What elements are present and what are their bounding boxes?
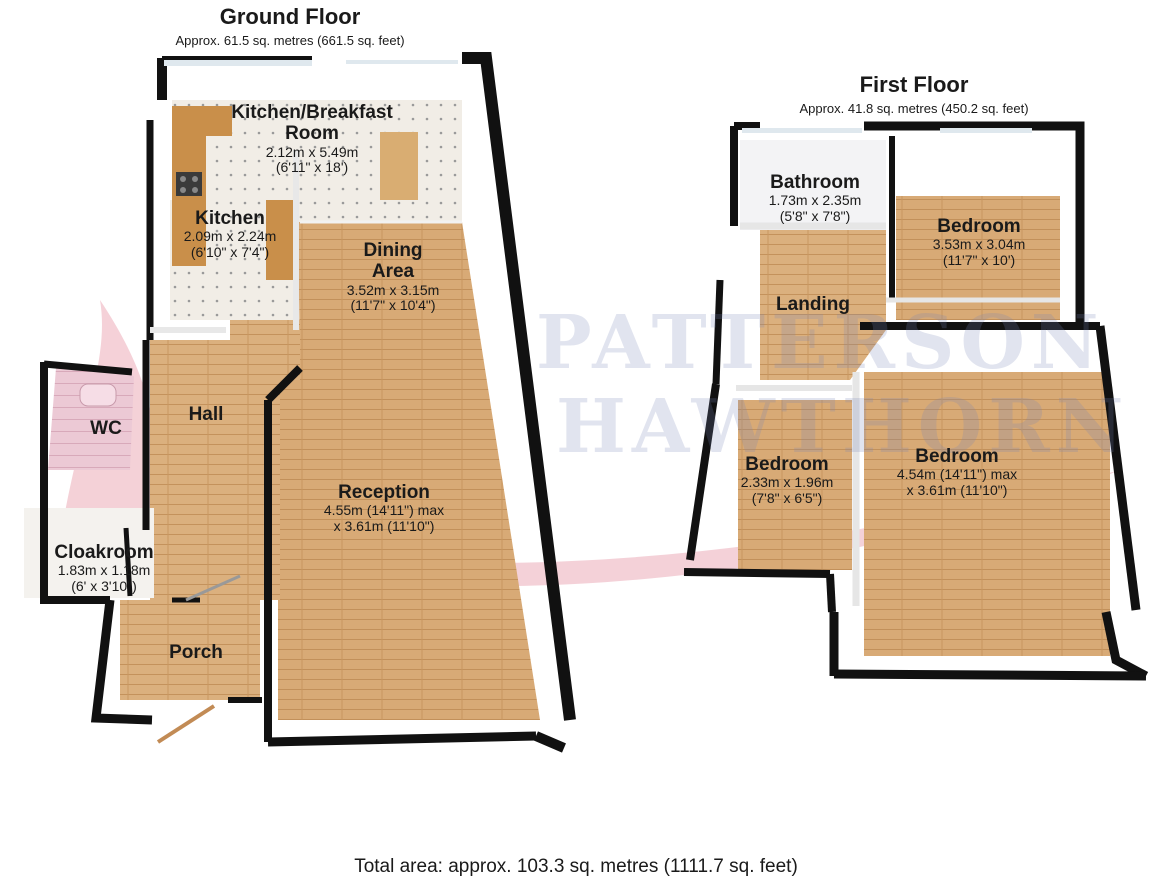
- room-dimensions-imperial: (6'11" x 18'): [275, 159, 349, 176]
- room-dimensions-imperial: (6'10" x 7'4"): [190, 243, 270, 260]
- room-label-kitchen-breakfast: Kitchen/Breakfast Room 2.12m x 5.49m (6'…: [202, 102, 422, 176]
- room-dimensions-imperial: (11'7" x 10'4"): [350, 297, 436, 314]
- room-name: Reception: [338, 482, 430, 503]
- room-label-bedroom-1: Bedroom 4.54m (14'11") max x 3.61m (11'1…: [870, 446, 1044, 499]
- room-name: WC: [90, 418, 122, 439]
- room-name: Bedroom: [745, 454, 829, 475]
- room-label-landing: Landing: [758, 294, 868, 315]
- room-dimensions: 4.55m (14'11") max: [323, 502, 445, 519]
- room-dimensions-imperial: (6' x 3'10"): [71, 577, 137, 594]
- room-name: Cloakroom: [54, 542, 154, 563]
- room-label-bedroom-3: Bedroom 2.33m x 1.96m (7'8" x 6'5"): [720, 454, 854, 507]
- room-dimensions: 2.12m x 5.49m: [265, 143, 359, 160]
- first-floor-title: First Floor: [859, 72, 969, 97]
- room-dimensions: 2.33m x 1.96m: [740, 474, 834, 491]
- room-name: Area: [371, 261, 415, 283]
- room-dimensions-imperial: x 3.61m (11'10"): [906, 481, 1008, 498]
- room-dimensions: 2.09m x 2.24m: [183, 228, 277, 245]
- room-name: Bedroom: [915, 446, 999, 467]
- room-name: Bedroom: [937, 216, 1021, 237]
- room-dimensions-imperial: (7'8" x 6'5"): [751, 489, 823, 506]
- room-label-cloakroom: Cloakroom 1.83m x 1.18m (6' x 3'10"): [36, 542, 172, 595]
- first-floor-plan: [683, 121, 1149, 681]
- room-name: Room: [285, 123, 339, 145]
- room-label-porch: Porch: [154, 642, 238, 663]
- room-dimensions-imperial: x 3.61m (11'10"): [333, 517, 435, 534]
- ground-floor-plan: [24, 52, 576, 753]
- ground-floor-area: Approx. 61.5 sq. metres (661.5 sq. feet): [175, 33, 405, 48]
- watermark-text-line2: HAWTHORN: [556, 384, 1130, 470]
- ground-floor-title: Ground Floor: [219, 4, 361, 29]
- room-name: Porch: [169, 642, 223, 663]
- room-dimensions: 1.83m x 1.18m: [57, 562, 151, 579]
- room-dimensions: 3.53m x 3.04m: [932, 236, 1026, 253]
- room-dimensions-imperial: (5'8" x 7'8"): [779, 207, 851, 224]
- room-label-wc: WC: [78, 418, 134, 439]
- room-name: Bathroom: [770, 172, 860, 193]
- room-name: Landing: [776, 294, 850, 315]
- room-dimensions-imperial: (11'7" x 10'): [942, 251, 1016, 268]
- room-dimensions: 4.54m (14'11") max: [896, 466, 1018, 483]
- room-name: Dining: [363, 240, 423, 261]
- room-dimensions: 1.73m x 2.35m: [768, 192, 862, 209]
- watermark-text-line1: PATTERSON: [536, 300, 1105, 386]
- total-area: Total area: approx. 103.3 sq. metres (11…: [354, 856, 798, 877]
- room-label-bedroom-2: Bedroom 3.53m x 3.04m (11'7" x 10'): [904, 216, 1054, 269]
- room-label-kitchen: Kitchen 2.09m x 2.24m (6'10" x 7'4"): [160, 208, 300, 261]
- room-label-dining-area: Dining Area 3.52m x 3.15m (11'7" x 10'4"…: [318, 240, 468, 314]
- room-name: Kitchen/Breakfast: [231, 102, 393, 123]
- room-name: Kitchen: [195, 208, 265, 229]
- room-label-reception: Reception 4.55m (14'11") max x 3.61m (11…: [294, 482, 474, 535]
- room-label-hall: Hall: [176, 404, 236, 425]
- room-label-bathroom: Bathroom 1.73m x 2.35m (5'8" x 7'8"): [742, 172, 888, 225]
- room-dimensions: 3.52m x 3.15m: [346, 281, 440, 298]
- room-name: Hall: [188, 404, 224, 425]
- first-floor-area: Approx. 41.8 sq. metres (450.2 sq. feet): [799, 101, 1029, 116]
